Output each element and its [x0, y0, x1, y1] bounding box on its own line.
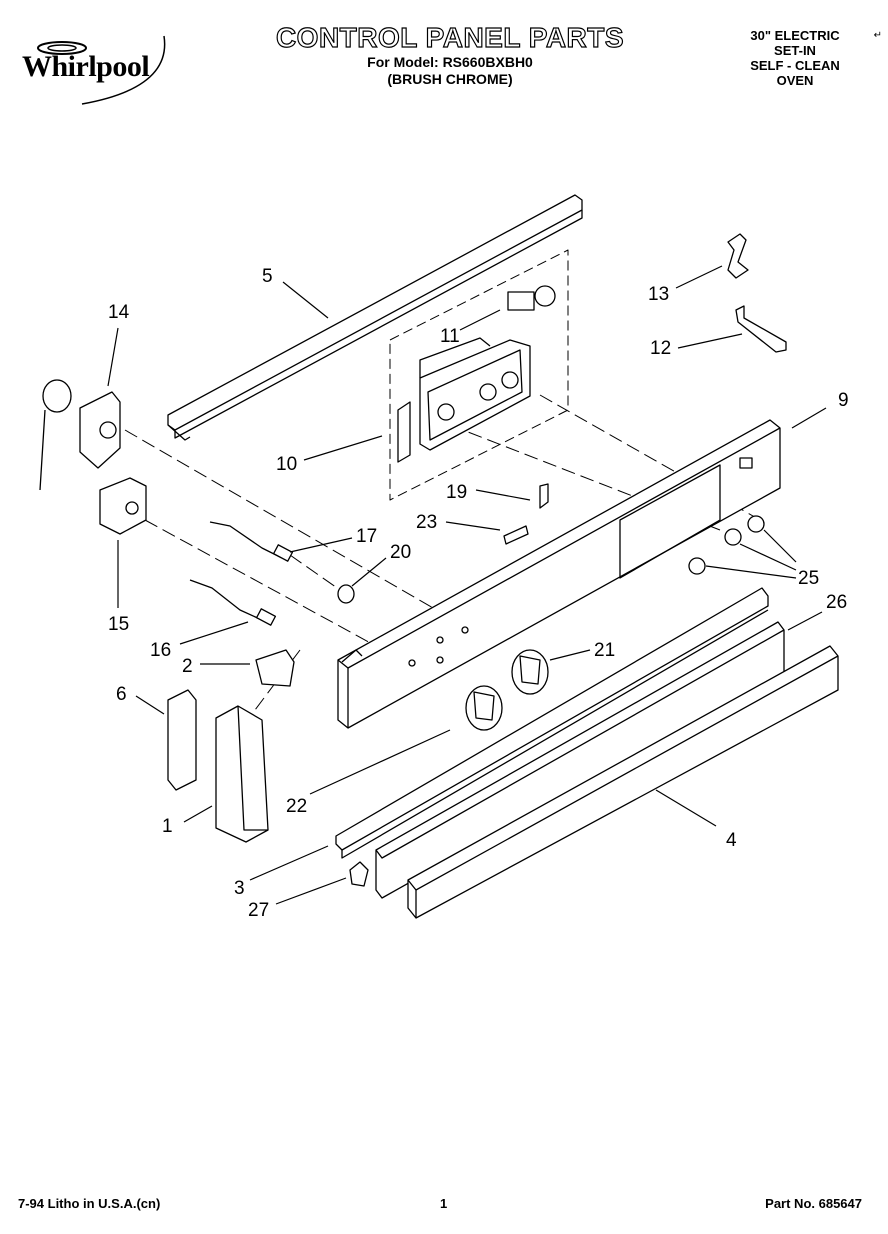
finish-line: (BRUSH CHROME) — [387, 71, 513, 87]
whirlpool-logo: Whirlpool — [22, 28, 192, 108]
part-11-switch — [507, 285, 556, 311]
model-line: For Model: RS660BXBH0 — [367, 54, 533, 70]
callout-22: 22 — [286, 796, 307, 817]
callout-23: 25 — [798, 568, 819, 589]
part-20-bulb — [337, 584, 355, 604]
callout-15: 15 — [108, 614, 129, 635]
callout-14: 14 — [108, 302, 130, 323]
part-9-control-panel — [337, 419, 781, 729]
page-title: CONTROL PANEL PARTS — [275, 21, 625, 53]
part-6-end-cap — [167, 689, 197, 791]
callout-11: 11 — [440, 326, 460, 347]
part-19-clip — [539, 483, 549, 509]
callout-10: 10 — [276, 454, 297, 475]
callout-6: 6 — [116, 684, 127, 705]
part-16-wire-lead — [189, 579, 277, 626]
oven-type-block: 30" ELECTRIC SET-IN SELF - CLEAN OVEN — [730, 28, 860, 88]
callout-21: 21 — [594, 640, 615, 661]
litho-note: 7-94 Litho in U.S.A.(cn) — [18, 1196, 161, 1211]
part-5-trim — [407, 645, 839, 919]
part-3-trim-rail — [167, 194, 583, 441]
callout-4: 3 — [234, 878, 245, 899]
dashed-assembly-lines — [124, 394, 761, 731]
corner-mark: ↵ — [873, 30, 882, 41]
part-2-bracket — [255, 649, 295, 687]
whirlpool-swirl-icon — [37, 35, 166, 105]
callout-19: 19 — [446, 482, 467, 503]
callout-13: 13 — [648, 284, 669, 305]
oven-type-line: 30" ELECTRIC — [750, 28, 840, 43]
part-23-nuts — [688, 515, 765, 575]
callout-25: 23 — [416, 512, 437, 533]
callout-9: 9 — [838, 390, 849, 411]
callout-labels: 5 11 13 12 9 10 19 23 14 15 16 17 20 2 6… — [108, 266, 849, 921]
part-25-clip — [503, 525, 529, 545]
part-4-trim — [335, 587, 769, 859]
part-10-housing — [389, 249, 569, 501]
callout-20: 20 — [390, 542, 411, 563]
panel-pilot-lights — [408, 626, 469, 667]
callout-leaders — [107, 265, 827, 905]
part-number: Part No. 685647 — [765, 1196, 862, 1211]
part-17-wire-lead — [209, 521, 294, 562]
callout-26: 26 — [826, 592, 847, 613]
oven-type-line: SET-IN — [774, 43, 816, 58]
part-27-clip — [349, 861, 369, 887]
callout-3: 5 — [262, 266, 273, 287]
callout-27: 27 — [248, 900, 269, 921]
callout-2: 2 — [182, 656, 193, 677]
title-block: CONTROL PANEL PARTS For Model: RS660BXBH… — [240, 21, 660, 88]
part-22-knob — [465, 685, 503, 731]
page-number: 1 — [440, 1196, 448, 1211]
callout-1: 1 — [162, 816, 173, 837]
oven-type-line: SELF - CLEAN — [750, 58, 840, 73]
callout-17: 17 — [356, 526, 377, 547]
oven-type-line: OVEN — [776, 73, 814, 88]
part-13-bracket — [727, 233, 749, 279]
part-14-thermostat — [39, 379, 121, 491]
part-15-switch — [99, 477, 147, 535]
part-21-knob — [511, 649, 549, 695]
part-12-bracket — [735, 305, 787, 353]
callout-5: 4 — [726, 830, 737, 851]
callout-12: 12 — [650, 338, 671, 359]
callout-16: 16 — [150, 640, 171, 661]
part-1-end-cap — [215, 705, 269, 843]
brand-name: Whirlpool — [22, 50, 150, 83]
